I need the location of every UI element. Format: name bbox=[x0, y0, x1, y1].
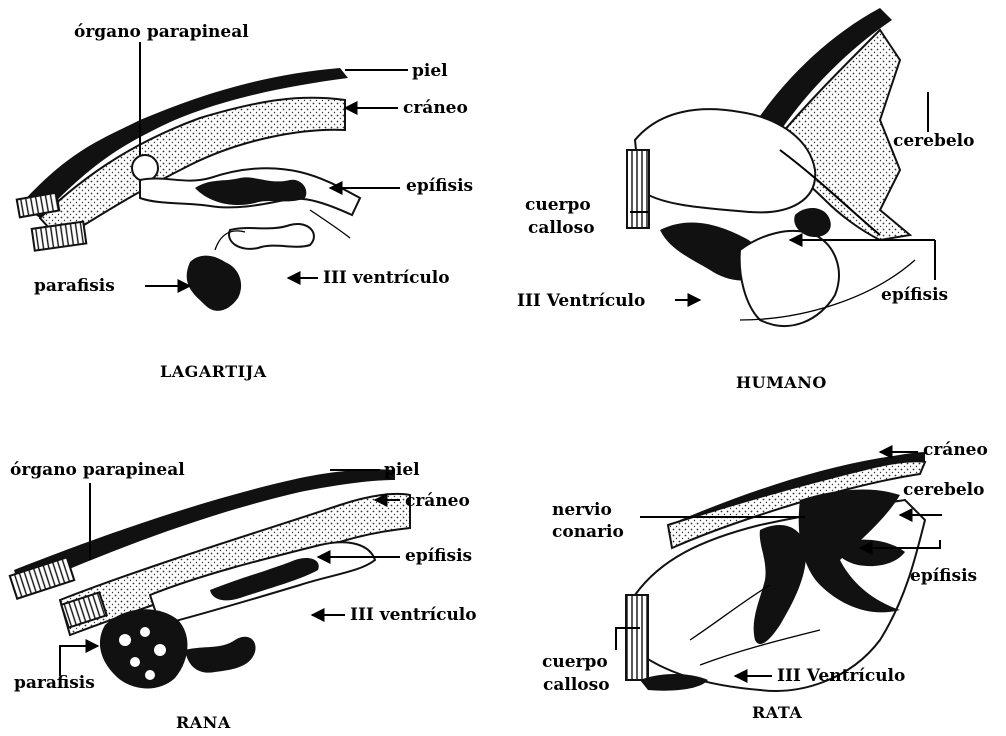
humano-label-calloso: calloso bbox=[528, 218, 595, 238]
rata-label-craneo: cráneo bbox=[923, 440, 988, 460]
humano-brainstem bbox=[740, 231, 839, 326]
lagartija-skull-end bbox=[32, 222, 87, 251]
rana-label-iii-ventriculo: III ventrículo bbox=[350, 605, 477, 625]
humano-label-iii-ventriculo: III Ventrículo bbox=[517, 291, 645, 311]
rata-label-calloso: calloso bbox=[543, 675, 610, 695]
rata-label-conario: conario bbox=[552, 522, 624, 542]
rata-title: RATA bbox=[752, 703, 802, 722]
rata-label-cuerpo: cuerpo bbox=[542, 652, 608, 672]
lagartija-label-craneo: cráneo bbox=[403, 98, 468, 118]
humano-label-epifisis: epífisis bbox=[881, 285, 948, 305]
rana-label-piel: piel bbox=[384, 460, 420, 480]
rana-label-epifisis: epífisis bbox=[405, 546, 472, 566]
lagartija-label-epifisis: epífisis bbox=[406, 176, 473, 196]
rana-label-organo-parapineal: órgano parapineal bbox=[10, 460, 185, 480]
lagartija-label-iii-ventriculo: III ventrículo bbox=[323, 268, 450, 288]
lagartija-label-organo-parapineal: órgano parapineal bbox=[74, 22, 249, 42]
humano-label-cerebelo: cerebelo bbox=[893, 131, 974, 151]
rana-label-parafisis: parafisis bbox=[14, 673, 95, 693]
lagartija-paraphysis bbox=[187, 256, 241, 311]
rana-drawing bbox=[10, 469, 410, 688]
rata-label-epifisis: epífisis bbox=[910, 566, 977, 586]
lagartija-label-piel: piel bbox=[412, 61, 448, 81]
lagartija-label-parafisis: parafisis bbox=[34, 276, 115, 296]
humano-label-cuerpo: cuerpo bbox=[525, 195, 591, 215]
rana-paraphysis bbox=[100, 609, 188, 688]
humano-drawing bbox=[627, 8, 915, 326]
rata-label-nervio: nervio bbox=[552, 500, 612, 520]
rana-title: RANA bbox=[176, 713, 231, 732]
lagartija-title: LAGARTIJA bbox=[160, 362, 267, 381]
humano-corpus-callosum bbox=[627, 150, 649, 228]
lagartija-drawing bbox=[17, 68, 360, 311]
rata-drawing bbox=[626, 452, 925, 691]
rana-paraphysis-extension bbox=[185, 637, 256, 673]
rata-label-cerebelo: cerebelo bbox=[903, 480, 984, 500]
humano-title: HUMANO bbox=[736, 373, 827, 392]
rata-corpus-callosum bbox=[626, 595, 648, 680]
rana-label-craneo: cráneo bbox=[405, 491, 470, 511]
lagartija-parapineal-organ bbox=[132, 155, 158, 181]
rata-label-iii-ventriculo: III Ventrículo bbox=[777, 666, 905, 686]
lagartija-ventricle bbox=[229, 224, 314, 249]
